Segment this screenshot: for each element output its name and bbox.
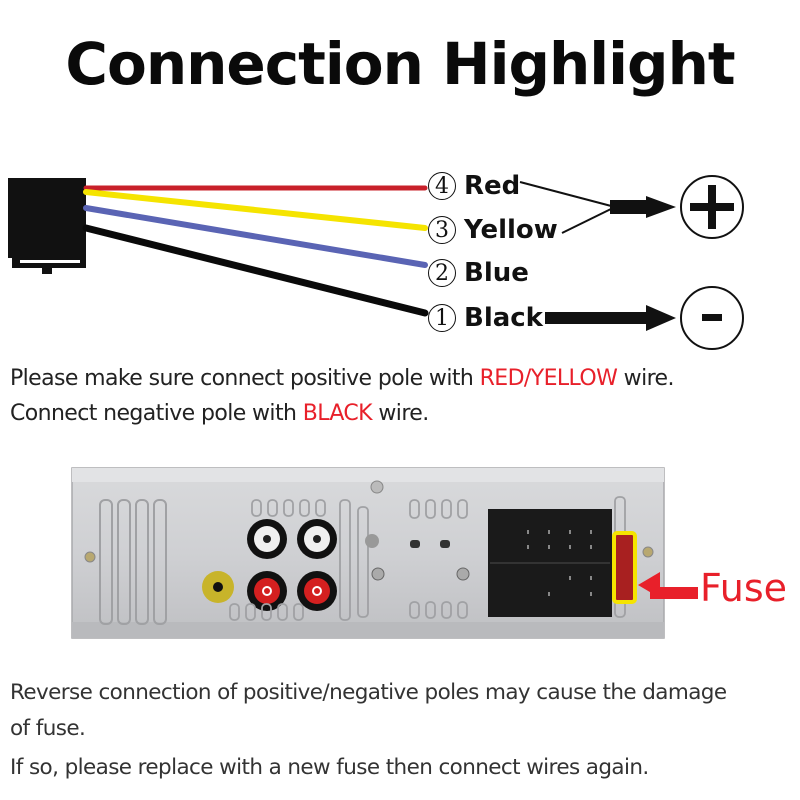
pin-3-badge: 3 bbox=[428, 216, 456, 244]
negative-terminal-icon bbox=[680, 286, 744, 350]
positive-terminal-icon bbox=[680, 175, 744, 239]
audio-rca-jacks-icon bbox=[247, 519, 337, 611]
pin-1-badge: 1 bbox=[428, 304, 456, 332]
instruction-text: Connect negative pole with bbox=[10, 401, 303, 426]
footer-warning-line-2: of fuse. bbox=[10, 716, 86, 741]
radio-graphic bbox=[71, 467, 665, 639]
instruction-text: wire. bbox=[617, 366, 675, 391]
iso-connector-icon bbox=[488, 509, 612, 617]
instruction-text: Please make sure connect positive pole w… bbox=[10, 366, 480, 391]
instruction-text: wire. bbox=[372, 401, 429, 426]
connector-plug-icon bbox=[8, 178, 86, 274]
footer-warning-line-1: Reverse connection of positive/negative … bbox=[10, 680, 727, 705]
radio-back-panel-image bbox=[70, 462, 666, 640]
video-rca-jack-icon bbox=[202, 571, 234, 603]
wiring-graphic bbox=[8, 175, 744, 350]
wire-label-red: Red bbox=[464, 171, 521, 201]
wire-label-black: Black bbox=[464, 303, 543, 333]
fuse-highlight-icon bbox=[612, 531, 637, 604]
instruction-highlight: BLACK bbox=[302, 401, 373, 426]
wire-label-blue: Blue bbox=[464, 258, 529, 288]
fuse-arrow-shaft bbox=[650, 587, 698, 599]
pin-4-badge: 4 bbox=[428, 172, 456, 200]
wiring-diagram: 4 Red 3 Yellow 2 Blue 1 Black bbox=[0, 160, 800, 350]
footer-warning-line-3: If so, please replace with a new fuse th… bbox=[10, 755, 649, 780]
instruction-negative: Connect negative pole with BLACK wire. bbox=[10, 401, 429, 426]
pin-2-badge: 2 bbox=[428, 259, 456, 287]
instruction-positive: Please make sure connect positive pole w… bbox=[10, 366, 674, 391]
instruction-highlight: RED/YELLOW bbox=[479, 366, 618, 391]
fuse-label: Fuse bbox=[700, 566, 788, 610]
wire-label-yellow: Yellow bbox=[464, 215, 558, 245]
page-title: Connection Highlight bbox=[65, 30, 735, 98]
